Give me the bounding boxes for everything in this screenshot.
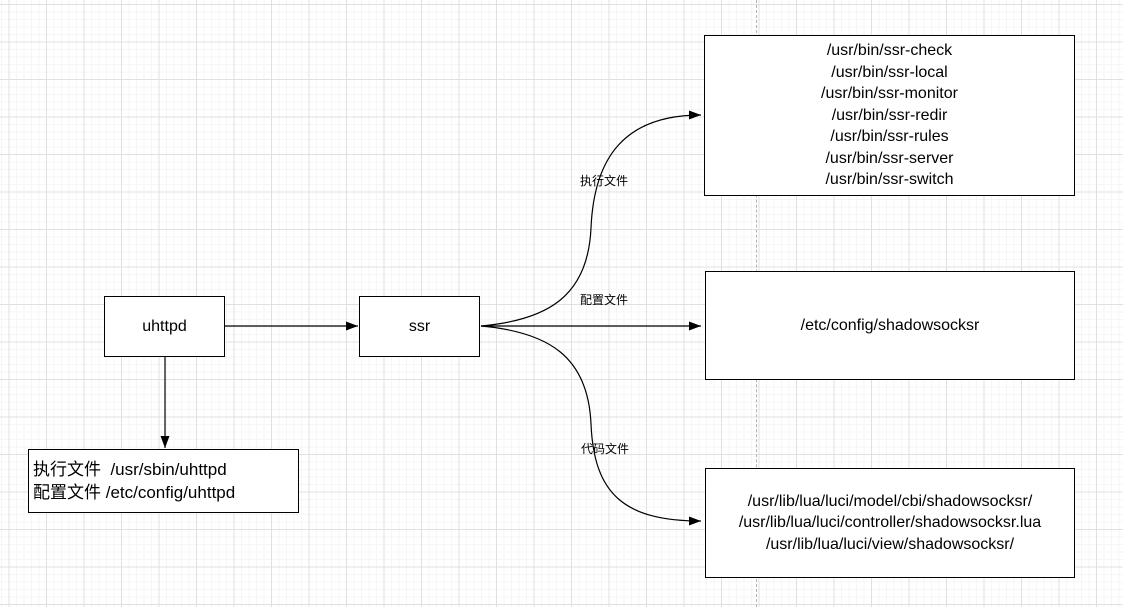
edge-ssr-to-exec-files[interactable] (480, 110, 702, 327)
ssr-exec-path-line: /usr/bin/ssr-rules (830, 128, 949, 146)
edge-label-code-files[interactable]: 代码文件 (580, 442, 630, 456)
node-ssr-code-files[interactable]: /usr/lib/lua/luci/model/cbi/shadowsocksr… (705, 468, 1075, 578)
ssr-exec-path-line: /usr/bin/ssr-check (826, 42, 953, 60)
uhttpd-exec-file-line: 执行文件 /usr/sbin/uhttpd (33, 460, 227, 479)
ssr-exec-path-line: /usr/bin/ssr-redir (831, 106, 948, 124)
node-uhttpd-label: uhttpd (142, 317, 187, 335)
ssr-code-path-line: /usr/lib/lua/luci/model/cbi/shadowsocksr… (747, 492, 1033, 510)
ssr-exec-path-line: /usr/bin/ssr-server (825, 149, 954, 167)
node-uhttpd-files[interactable]: 执行文件 /usr/sbin/uhttpd 配置文件 /etc/config/u… (28, 449, 299, 513)
uhttpd-config-file-line: 配置文件 /etc/config/uhttpd (33, 483, 236, 502)
edge-label-exec-files[interactable]: 执行文件 (579, 174, 629, 188)
node-ssr[interactable]: ssr (359, 296, 480, 357)
ssr-exec-path-line: /usr/bin/ssr-local (831, 63, 948, 81)
node-ssr-exec-files[interactable]: /usr/bin/ssr-check /usr/bin/ssr-local /u… (704, 35, 1075, 196)
ssr-exec-path-line: /usr/bin/ssr-switch (825, 171, 954, 189)
ssr-code-path-line: /usr/lib/lua/luci/controller/shadowsocks… (738, 514, 1042, 532)
ssr-config-path-line: /etc/config/shadowsocksr (800, 316, 980, 334)
node-ssr-config-file[interactable]: /etc/config/shadowsocksr (705, 271, 1075, 380)
edge-label-config-file[interactable]: 配置文件 (579, 293, 629, 307)
node-ssr-label: ssr (408, 317, 431, 335)
edge-ssr-to-code-files[interactable] (480, 325, 702, 526)
node-uhttpd[interactable]: uhttpd (104, 296, 225, 357)
ssr-code-path-line: /usr/lib/lua/luci/view/shadowsocksr/ (765, 535, 1015, 553)
ssr-exec-path-line: /usr/bin/ssr-monitor (821, 85, 958, 103)
